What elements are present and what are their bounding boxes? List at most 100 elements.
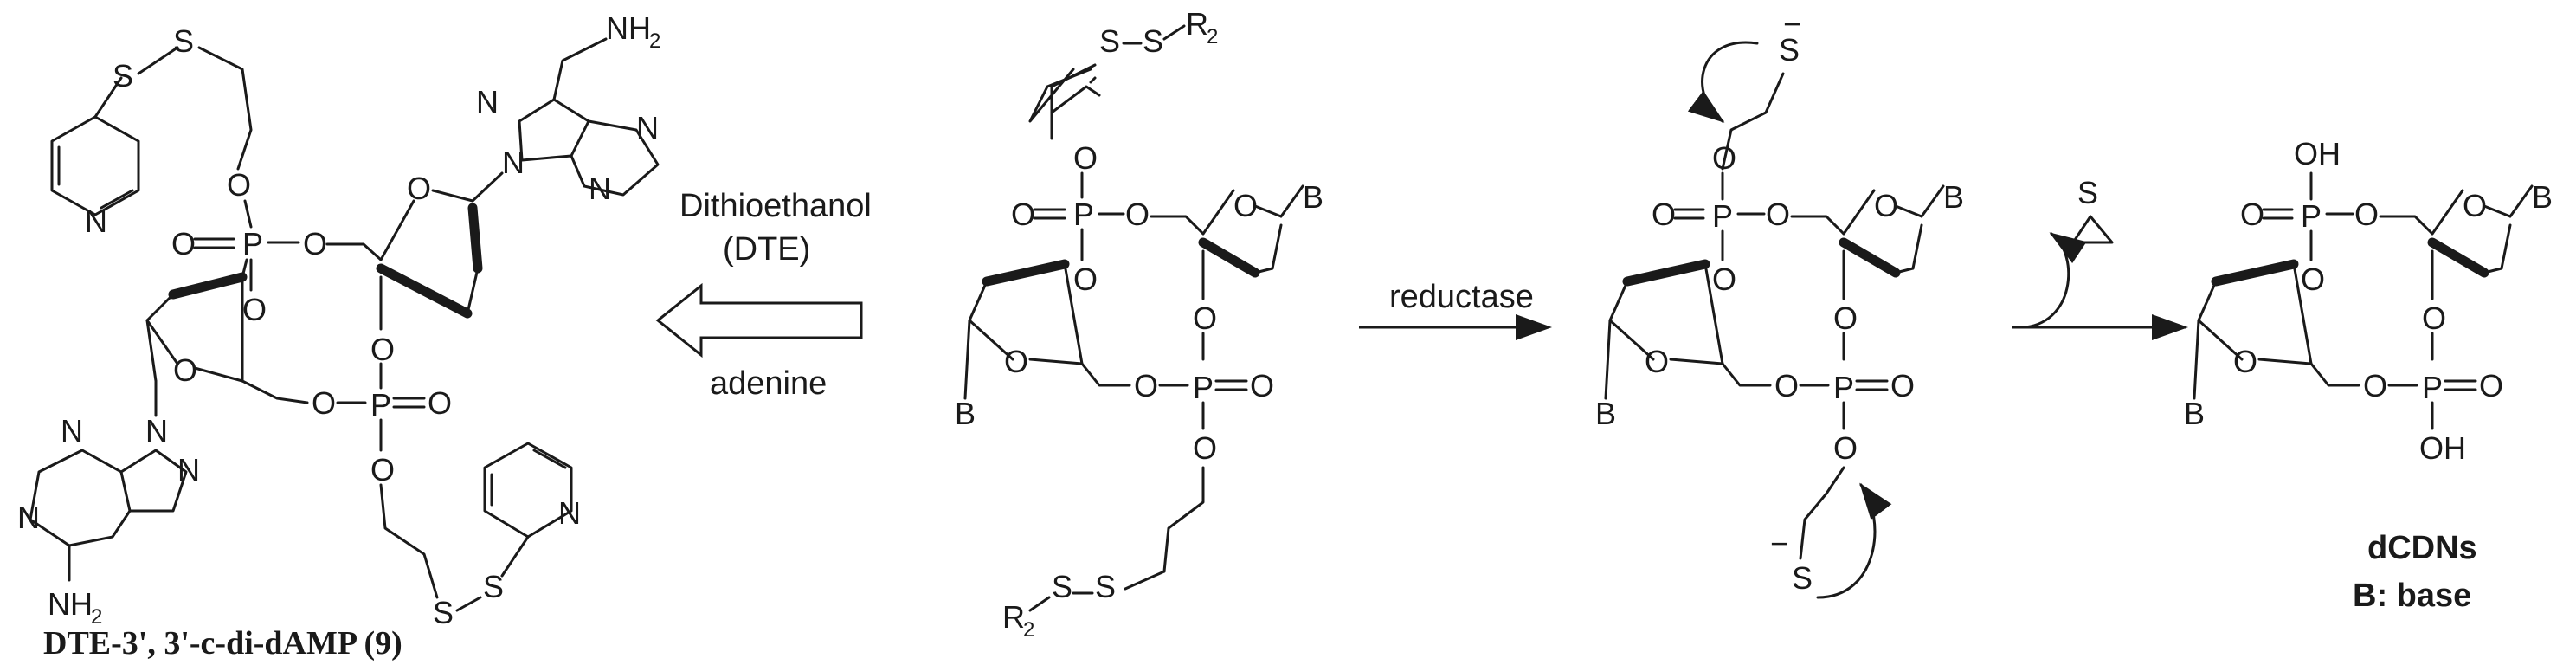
intermediate-lower-p-o-down: O bbox=[1833, 430, 1858, 466]
product-lower-phosphorus: P bbox=[2422, 370, 2443, 405]
product-bridge-o: O bbox=[2422, 300, 2446, 336]
prodrug-upper-s2: S bbox=[1143, 23, 1163, 59]
product-upper-phosphorus: P bbox=[2301, 198, 2322, 234]
upper-phosphorus: P bbox=[242, 226, 263, 261]
base-definition-label: B: base bbox=[2353, 578, 2471, 614]
upper-s1: S bbox=[113, 58, 133, 94]
intermediate-left-base: B bbox=[1595, 396, 1616, 431]
prodrug-upper-r: R bbox=[1186, 6, 1208, 42]
product-right-base: B bbox=[2532, 179, 2553, 215]
intermediate-left-ring-o: O bbox=[1645, 344, 1669, 379]
lower-p-o-left: O bbox=[312, 385, 336, 421]
prodrug-upper-phosphorus: P bbox=[1073, 197, 1094, 232]
molecule-dcdn-product: OH P O O O O B O P O O OH O bbox=[2184, 136, 2553, 466]
thiirane-release-arrow bbox=[2012, 232, 2188, 340]
lower-s1: S bbox=[433, 595, 454, 630]
upper-adenine-nh-sub: 2 bbox=[649, 29, 660, 53]
condition-adenine: adenine bbox=[710, 365, 827, 402]
upper-adenine-n7: N bbox=[476, 84, 499, 119]
upper-adenine-n1: N bbox=[636, 110, 659, 145]
intermediate-upper-phosphorus: P bbox=[1712, 198, 1733, 234]
lower-s2: S bbox=[483, 569, 504, 604]
condition-dithioethanol: Dithioethanol bbox=[679, 188, 872, 224]
intermediate-bridge-o: O bbox=[1833, 300, 1858, 336]
lower-adenine-n7: N bbox=[177, 452, 200, 487]
prodrug-lower-p-o-left: O bbox=[1134, 368, 1158, 404]
product-lower-p-o-left: O bbox=[2363, 368, 2387, 404]
product-left-ring-o: O bbox=[2233, 344, 2257, 379]
intermediate-right-ring-o: O bbox=[1874, 188, 1898, 223]
prodrug-upper-s1: S bbox=[1099, 23, 1120, 59]
prodrug-upper-r-sub: 2 bbox=[1207, 25, 1218, 48]
intermediate-upper-p-o-down: O bbox=[1712, 261, 1736, 297]
product-lower-p-oxo: O bbox=[2479, 368, 2503, 404]
prodrug-left-ring-o: O bbox=[1004, 344, 1028, 379]
prodrug-upper-p-o-right: O bbox=[1125, 197, 1150, 232]
intermediate-lower-p-oxo: O bbox=[1890, 368, 1915, 404]
prodrug-upper-p-oxo: O bbox=[1011, 197, 1035, 232]
prodrug-left-base: B bbox=[955, 396, 976, 431]
lower-pyridine-n: N bbox=[558, 495, 581, 531]
upper-s2: S bbox=[173, 23, 194, 59]
product-upper-p-o-down: O bbox=[2301, 261, 2325, 297]
product-upper-p-oxo: O bbox=[2240, 197, 2264, 232]
right-ring-o: O bbox=[407, 171, 431, 206]
prodrug-lower-p-o-down: O bbox=[1193, 430, 1217, 466]
upper-pyridine-n: N bbox=[85, 203, 107, 239]
product-upper-p-o-right: O bbox=[2354, 197, 2379, 232]
prodrug-right-ring-o: O bbox=[1233, 188, 1258, 223]
condition-reductase: reductase bbox=[1389, 279, 1534, 315]
lower-phosphorus: P bbox=[370, 387, 391, 423]
prodrug-upper-p-o-down: O bbox=[1073, 261, 1098, 297]
upper-p-o-down: O bbox=[242, 292, 267, 327]
prodrug-lower-p-oxo: O bbox=[1250, 368, 1274, 404]
compound-9-label: DTE-3', 3'-c-di-dAMP (9) bbox=[43, 625, 402, 662]
open-arrow-left bbox=[655, 282, 863, 358]
intermediate-right-base: B bbox=[1943, 179, 1964, 215]
upper-adenine-n3: N bbox=[589, 171, 611, 206]
prodrug-lower-r-sub: 2 bbox=[1023, 618, 1034, 642]
product-right-ring-o: O bbox=[2463, 188, 2487, 223]
lower-adenine-n9: N bbox=[145, 413, 168, 449]
intermediate-lower-p-o-left: O bbox=[1774, 368, 1799, 404]
lower-adenine-nh-sub: 2 bbox=[91, 605, 102, 629]
upper-adenine: N N N N NH 2 bbox=[476, 10, 660, 206]
intermediate-upper-o-ester: O bbox=[1712, 140, 1736, 176]
molecule-dte-c-di-damp: N S S O P O O O O N N N bbox=[17, 10, 660, 630]
lower-p-oxo: O bbox=[428, 385, 452, 421]
prodrug-right-base: B bbox=[1303, 179, 1323, 215]
upper-o-ester: O bbox=[227, 167, 251, 203]
thiirane: S bbox=[2071, 175, 2114, 244]
prodrug-lower-s1: S bbox=[1095, 569, 1116, 604]
intermediate-upper-charge: − bbox=[1783, 6, 1801, 42]
product-upper-oh: OH bbox=[2294, 136, 2341, 171]
product-lower-oh: OH bbox=[2419, 430, 2466, 466]
lower-adenine-n1: N bbox=[17, 500, 40, 535]
intermediate-upper-p-o-right: O bbox=[1766, 197, 1790, 232]
intermediate-lower-phosphorus: P bbox=[1833, 370, 1854, 405]
thiirane-s: S bbox=[2077, 175, 2098, 210]
lower-p-o-down: O bbox=[370, 452, 395, 487]
molecule-thiolate-intermediate: S − O P O O O O B O P O O O bbox=[1595, 6, 1964, 599]
lower-adenine-n3: N bbox=[61, 413, 83, 449]
molecule-prodrug-dcdn: S S R 2 O P O O O O B O P O bbox=[955, 6, 1323, 642]
dcdns-label: dCDNs bbox=[2367, 530, 2477, 566]
lower-adenine-nh: NH bbox=[48, 586, 93, 622]
prodrug-lower-r: R bbox=[1002, 599, 1025, 635]
lower-adenine: N N N N NH 2 bbox=[17, 413, 200, 629]
intermediate-lower-charge: − bbox=[1770, 526, 1788, 561]
product-left-base: B bbox=[2184, 396, 2205, 431]
lower-bridge-o: O bbox=[370, 332, 395, 367]
prodrug-lower-s2: S bbox=[1052, 569, 1072, 604]
intermediate-upper-p-oxo: O bbox=[1652, 197, 1676, 232]
prodrug-lower-phosphorus: P bbox=[1193, 370, 1214, 405]
upper-p-o-right: O bbox=[303, 226, 327, 261]
prodrug-bridge-o: O bbox=[1193, 300, 1217, 336]
lower-pyridine-ring: N bbox=[483, 442, 581, 539]
condition-dte: (DTE) bbox=[723, 231, 810, 268]
prodrug-upper-o-ester: O bbox=[1073, 140, 1098, 176]
upper-p-oxo: O bbox=[171, 226, 196, 261]
upper-pyridine-ring: N bbox=[50, 115, 140, 239]
upper-adenine-nh: NH bbox=[606, 10, 651, 46]
